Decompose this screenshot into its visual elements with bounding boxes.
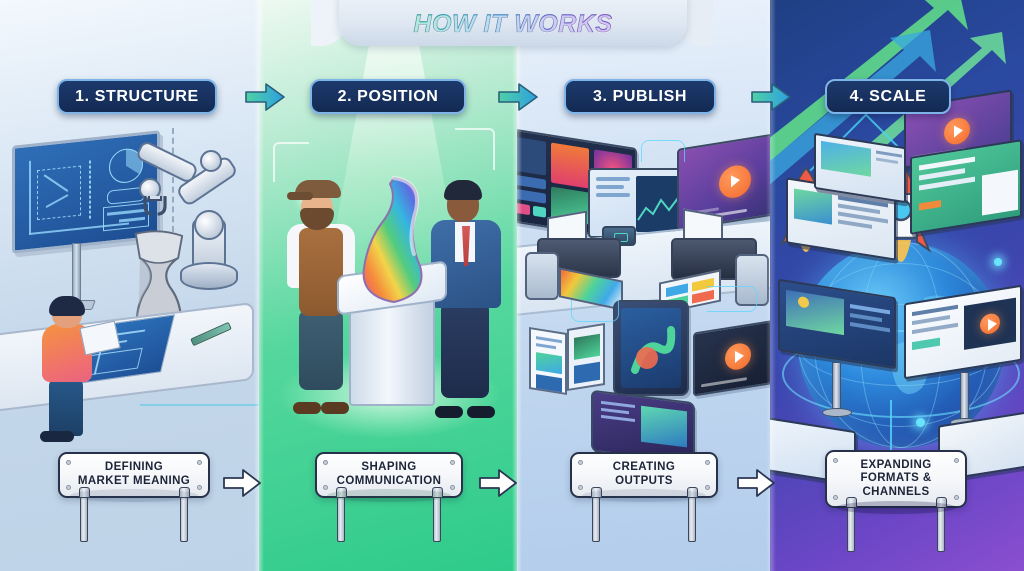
caption-sign-structure: DEFINING MARKET MEANING: [58, 452, 210, 542]
connector-path: [641, 140, 685, 162]
pedestal-body: [349, 296, 435, 406]
connector-path: [571, 300, 619, 322]
play-icon: [944, 116, 970, 147]
robot-base: [180, 262, 238, 290]
data-flow-line: [890, 400, 892, 454]
caption-board: SHAPING COMMUNICATION: [315, 452, 463, 498]
flow-connector-line: [140, 404, 259, 406]
caption-line-2: COMMUNICATION: [336, 475, 442, 487]
tech-corner-line-right: [455, 128, 495, 170]
step-badge-label: 4. SCALE: [849, 87, 927, 105]
caption-sign-scale: EXPANDING FORMATS & CHANNELS: [825, 450, 967, 552]
tablet-portrait: [613, 300, 689, 396]
globe-orbit-ring: [782, 330, 1020, 418]
caption-line-3: CHANNELS: [862, 485, 930, 498]
header-arrow-right-icon: [498, 83, 538, 111]
analytics-monitor: [588, 168, 688, 238]
footer-arrow-right-icon: [223, 469, 261, 497]
header-arrow-right-icon: [245, 83, 285, 111]
step-badge-scale[interactable]: 4. SCALE: [825, 79, 951, 114]
step-badge-position[interactable]: 2. POSITION: [310, 79, 466, 114]
caption-line-1: CREATING: [612, 461, 676, 474]
tablet-video: [693, 319, 770, 397]
title-banner: HOW IT WORKS: [339, 0, 687, 46]
data-node-dot: [916, 418, 925, 427]
footer-arrow-right-icon: [737, 469, 775, 497]
footer-arrow-right-icon: [479, 469, 517, 497]
data-node-dot: [994, 258, 1002, 266]
craftsman-person: [285, 180, 359, 414]
printer-right: [659, 208, 770, 316]
stone-sculpture-blank: [128, 228, 190, 340]
rainbow-sculpture: [354, 174, 430, 306]
step-badge-label: 1. STRUCTURE: [75, 87, 199, 105]
billboard-photo-mid-left: [778, 278, 896, 417]
caption-line-1: SHAPING: [361, 461, 417, 474]
step-badge-publish[interactable]: 3. PUBLISH: [564, 79, 716, 114]
step-badge-label: 2. POSITION: [337, 87, 439, 105]
robot-joint-shoulder: [194, 210, 224, 240]
caption-line-2: OUTPUTS: [615, 475, 673, 487]
caption-sign-publish: CREATING OUTPUTS: [570, 452, 718, 542]
tech-corner-line-left: [273, 142, 309, 182]
header-arrow-right-icon: [751, 83, 791, 111]
robot-gripper: [142, 191, 168, 216]
printer-left: [525, 210, 629, 312]
billboard-article-right: [904, 284, 1022, 427]
play-icon: [725, 341, 751, 372]
connector-path: [707, 286, 757, 312]
caption-line-1: EXPANDING: [860, 458, 932, 471]
engineer-person: [36, 296, 121, 442]
caption-line-2: FORMATS &: [860, 472, 932, 485]
caption-line-1: DEFINING: [104, 461, 164, 474]
dashed-guide-line: [172, 128, 174, 232]
step-badge-label: 3. PUBLISH: [592, 87, 687, 105]
billboard-green-right: [910, 139, 1022, 235]
robot-joint-elbow: [200, 150, 222, 172]
caption-line-2: MARKET MEANING: [77, 475, 191, 487]
caption-sign-position: SHAPING COMMUNICATION: [315, 452, 463, 542]
billboard-photo-upper-left: [814, 132, 906, 204]
page-title: HOW IT WORKS: [413, 10, 613, 39]
play-icon: [719, 163, 751, 201]
step-badge-structure[interactable]: 1. STRUCTURE: [57, 79, 217, 114]
brochure-folded: [529, 322, 607, 396]
caption-board: CREATING OUTPUTS: [570, 452, 718, 498]
